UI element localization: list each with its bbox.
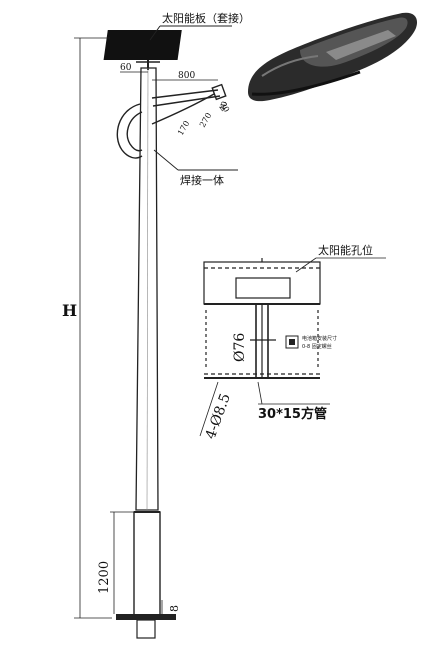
tag-line-1: 电池箱安装尺寸 — [302, 335, 337, 342]
base-bottom-label: 8 — [168, 605, 181, 612]
height-label: H — [62, 301, 77, 320]
pipe-diameter-label: Ø76 — [232, 333, 248, 362]
dim-30: 30 — [218, 101, 231, 114]
base-height-dimension — [110, 511, 136, 614]
tube-spec-label: 30*15方管 — [258, 406, 327, 422]
mount-detail — [203, 258, 321, 379]
pole-base — [116, 511, 176, 639]
weld-label: 焊接一体 — [180, 173, 224, 187]
solar-panel-label: 太阳能板（套接） — [162, 11, 250, 25]
lamp-arm — [116, 83, 227, 159]
tag-line-2: 0-8 固定螺丝 — [302, 343, 332, 350]
bolt-holes-label: 4-Ø8.5 — [203, 391, 234, 441]
lamp-pole — [135, 67, 159, 511]
solar-hole-label: 太阳能孔位 — [318, 243, 373, 257]
dim-270: 270 — [198, 111, 213, 129]
dim-800: 800 — [178, 71, 195, 81]
height-dimension — [74, 37, 112, 619]
battery-tag-box — [285, 335, 299, 349]
led-lamp-head-icon — [248, 12, 418, 102]
base-height-label: 1200 — [97, 561, 112, 594]
solar-panel — [103, 30, 182, 60]
dim-60: 60 — [120, 63, 132, 73]
dim-170: 170 — [176, 119, 191, 137]
dim-40: 40 — [217, 100, 229, 113]
